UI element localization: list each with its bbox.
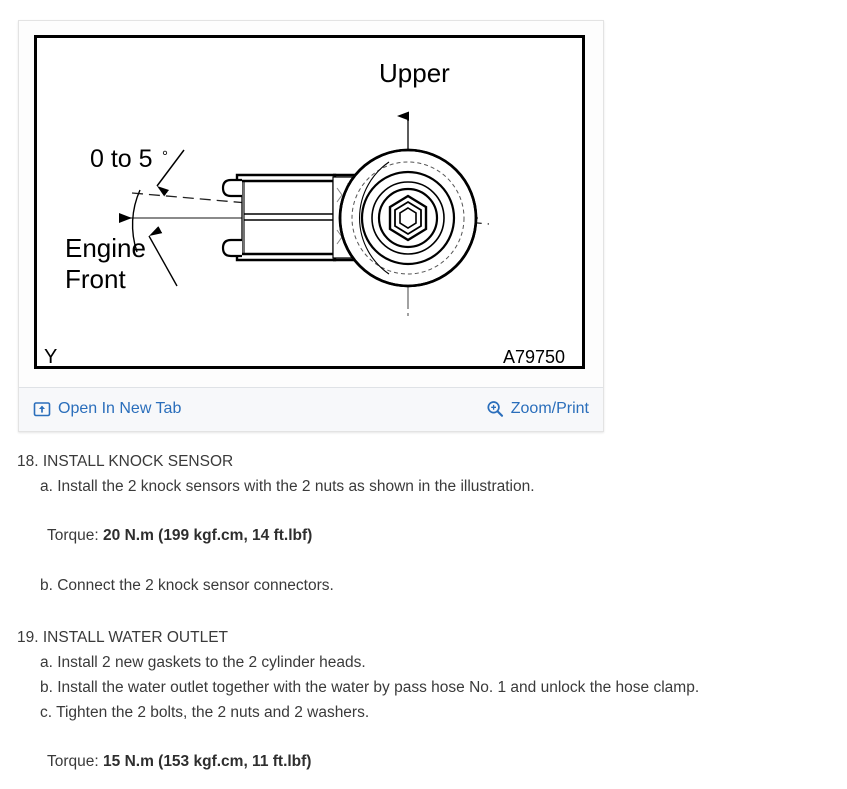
torque-value-18: 20 N.m (199 kgf.cm, 14 ft.lbf) xyxy=(103,527,313,544)
torque-line-18: Torque: 20 N.m (199 kgf.cm, 14 ft.lbf) xyxy=(0,524,847,548)
engine-front-leader xyxy=(148,226,178,287)
corner-mark-label: Y xyxy=(44,346,57,366)
engine-label: Engine xyxy=(65,233,146,263)
torque-value-19: 15 N.m (153 kgf.cm, 11 ft.lbf) xyxy=(103,753,312,770)
front-label: Front xyxy=(65,264,126,294)
zoom-print-button[interactable]: Zoom/Print xyxy=(486,398,589,420)
instruction-list: 18. INSTALL KNOCK SENSOR a. Install the … xyxy=(0,450,847,774)
figure-panel: Upper 0 to 5 ° Engine Front xyxy=(18,20,604,432)
figure-image[interactable]: Upper 0 to 5 ° Engine Front xyxy=(34,35,585,369)
open-in-new-tab-label: Open In New Tab xyxy=(58,400,182,417)
angle-label: 0 to 5 xyxy=(90,145,153,173)
angle-arc xyxy=(131,189,141,253)
magnifier-plus-icon xyxy=(486,400,504,418)
figure-toolbar: Open In New Tab Zoom/Print xyxy=(19,387,603,431)
torque-label-19: Torque: xyxy=(47,753,99,770)
open-in-new-tab-button[interactable]: Open In New Tab xyxy=(33,398,181,420)
upper-label: Upper xyxy=(379,58,450,88)
angle-degree-symbol: ° xyxy=(162,148,168,165)
sub-step-19a: a. Install 2 new gaskets to the 2 cylind… xyxy=(40,654,366,671)
sub-step-19c: c. Tighten the 2 bolts, the 2 nuts and 2… xyxy=(40,704,370,721)
step-title-19: 19. INSTALL WATER OUTLET xyxy=(17,629,229,646)
sub-step-18a: a. Install the 2 knock sensors with the … xyxy=(40,478,535,495)
spacer xyxy=(0,598,847,626)
torque-line-19: Torque: 15 N.m (153 kgf.cm, 11 ft.lbf) xyxy=(0,750,847,774)
torque-label-18: Torque: xyxy=(47,527,99,544)
spacer xyxy=(0,499,847,524)
angle-leader-line xyxy=(156,149,185,197)
drawing-id-label: A79750 xyxy=(503,347,565,366)
open-in-new-tab-icon xyxy=(33,400,51,418)
step-title-18: 18. INSTALL KNOCK SENSOR xyxy=(17,453,234,470)
spacer xyxy=(0,548,847,573)
sub-step-19b: b. Install the water outlet together wit… xyxy=(40,679,700,696)
knock-sensor-diagram: Upper 0 to 5 ° Engine Front xyxy=(44,58,565,366)
spacer xyxy=(0,725,847,750)
instruction-group-18: 18. INSTALL KNOCK SENSOR a. Install the … xyxy=(0,450,847,598)
sub-step-18b: b. Connect the 2 knock sensor connectors… xyxy=(40,577,334,594)
zoom-print-label: Zoom/Print xyxy=(510,400,589,417)
instruction-group-19: 19. INSTALL WATER OUTLET a. Install 2 ne… xyxy=(0,626,847,774)
knock-sensor-drawing xyxy=(221,148,478,288)
